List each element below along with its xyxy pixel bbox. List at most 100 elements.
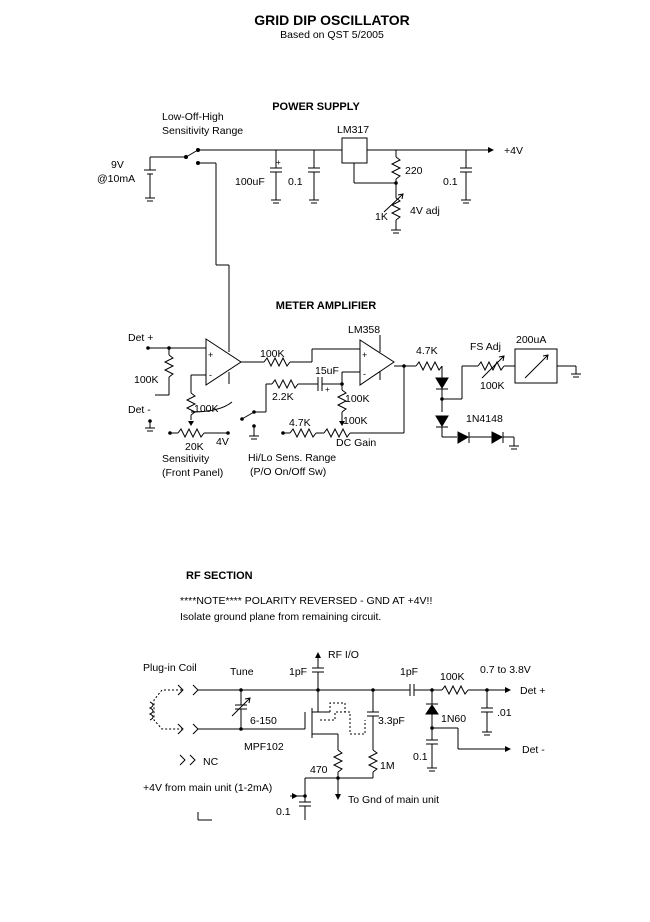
resistor-100k-rf bbox=[441, 684, 505, 696]
meter-label: 200uA bbox=[516, 334, 546, 346]
resistor-2k2-label: 2.2K bbox=[272, 391, 294, 403]
cap-15uf: + bbox=[317, 377, 342, 394]
resistor-2k2 bbox=[271, 378, 318, 390]
resistor-470 bbox=[332, 749, 344, 778]
cap-1pf-a-label: 1pF bbox=[289, 666, 307, 678]
cap-01-rf-b bbox=[426, 728, 438, 772]
opamp-2: + - bbox=[359, 339, 395, 386]
switch-label-1: Low-Off-High bbox=[162, 111, 224, 123]
resistor-100k-fb1 bbox=[185, 392, 233, 420]
nc-label: NC bbox=[203, 756, 219, 768]
resistor-4k7-a-label: 4.7K bbox=[289, 417, 311, 429]
gnd-main-label: To Gnd of main unit bbox=[348, 794, 439, 806]
rf-io-label: RF I/O bbox=[328, 649, 359, 661]
resistor-100k-fb2-label: 100K bbox=[345, 393, 370, 405]
cap-1pf-b-label: 1pF bbox=[400, 666, 418, 678]
dc-gain-label: DC Gain bbox=[336, 437, 376, 449]
pot-4v-adj-label: 4V adj bbox=[410, 205, 440, 217]
cap-15uf-label: 15uF bbox=[315, 365, 339, 377]
svg-text:+: + bbox=[362, 350, 367, 360]
battery-voltage: 9V bbox=[111, 159, 124, 171]
svg-text:+: + bbox=[325, 385, 330, 394]
plug-in-coil-label: Plug-in Coil bbox=[143, 662, 197, 674]
rf-note-1: ****NOTE**** POLARITY REVERSED - GND AT … bbox=[180, 595, 432, 607]
subtitle: Based on QST 5/2005 bbox=[280, 29, 384, 41]
hilo-switch bbox=[240, 410, 260, 440]
range-switch bbox=[184, 148, 216, 165]
battery-current: @10mA bbox=[97, 173, 135, 185]
sensitivity-label-1: Sensitivity bbox=[162, 453, 210, 465]
pot-20k-sensitivity bbox=[168, 421, 230, 439]
det-plus-label: Det + bbox=[128, 332, 153, 344]
diode-1n60-label: 1N60 bbox=[441, 713, 466, 725]
resistor-1m-label: 1M bbox=[380, 760, 395, 772]
fet-label: MPF102 bbox=[244, 741, 284, 753]
pot-100k-dc-gain bbox=[323, 421, 404, 439]
pot-100k-fs bbox=[477, 355, 515, 379]
lm317-regulator bbox=[341, 137, 368, 164]
supply-label: +4V from main unit (1-2mA) bbox=[143, 782, 272, 794]
pot-20k-label: 20K bbox=[185, 441, 204, 453]
resistor-100k-series bbox=[263, 348, 360, 368]
resistor-470-label: 470 bbox=[310, 764, 328, 776]
power-supply-heading: POWER SUPPLY bbox=[272, 101, 360, 113]
fs-adj-label: FS Adj bbox=[470, 341, 501, 353]
tune-capacitor bbox=[231, 690, 251, 729]
rf-heading: RF SECTION bbox=[186, 570, 253, 582]
resistor-100k-rf-label: 100K bbox=[440, 671, 465, 683]
resistor-100k-series-label: 100K bbox=[260, 348, 285, 360]
tune-label: Tune bbox=[230, 666, 254, 678]
resistor-100k-fb1-label: 100K bbox=[194, 403, 219, 415]
cap-01-a-label: 0.1 bbox=[288, 176, 303, 188]
pot-100k-dc-label: 100K bbox=[343, 415, 368, 427]
cap-100uf: + bbox=[270, 150, 282, 204]
svg-text:+: + bbox=[208, 350, 213, 360]
title: GRID DIP OSCILLATOR bbox=[254, 12, 410, 28]
det-minus-label: Det - bbox=[128, 404, 151, 416]
cap-1pf-a bbox=[312, 667, 324, 690]
range-label-1: Hi/Lo Sens. Range bbox=[248, 452, 336, 464]
lm358-label: LM358 bbox=[348, 324, 380, 336]
range-label-2: (P/O On/Off Sw) bbox=[250, 466, 326, 478]
cap-01-rf-b-label: 0.1 bbox=[413, 751, 428, 763]
plug-in-coil bbox=[148, 684, 199, 735]
resistor-1m bbox=[367, 749, 379, 778]
cap-01-rf-a-label: .01 bbox=[497, 707, 512, 719]
resistor-4k7-a bbox=[289, 427, 324, 439]
rf-det-minus-label: Det - bbox=[522, 744, 545, 756]
resistor-100k-det-label: 100K bbox=[134, 374, 159, 386]
cap-01-a bbox=[308, 150, 320, 204]
fs-pot-label: 100K bbox=[480, 380, 505, 392]
ps-output-label: +4V bbox=[504, 145, 523, 157]
cap-01-rf-c bbox=[299, 796, 311, 820]
resistor-4k7-out bbox=[415, 360, 443, 378]
switch-label-2: Sensitivity Range bbox=[162, 125, 243, 137]
pot-1k-label: 1K bbox=[375, 211, 388, 223]
meter-amp-heading: METER AMPLIFIER bbox=[276, 300, 376, 312]
resistor-220-label: 220 bbox=[405, 165, 423, 177]
cap-01-rf-c-label: 0.1 bbox=[276, 806, 291, 818]
cap-3p3pf bbox=[367, 690, 379, 750]
svg-text:-: - bbox=[209, 370, 212, 380]
battery-symbol bbox=[144, 156, 186, 202]
cap-1pf-b bbox=[409, 684, 442, 696]
cap-3p3pf-label: 3.3pF bbox=[378, 715, 405, 727]
cap-100uf-label: 100uF bbox=[235, 176, 265, 188]
sensitivity-label-2: (Front Panel) bbox=[162, 467, 223, 479]
tune-value: 6-150 bbox=[250, 715, 277, 727]
meter-amplifier-section: METER AMPLIFIER LM358 Det + 100K Det - +… bbox=[128, 300, 582, 479]
cap-01-b-label: 0.1 bbox=[443, 176, 458, 188]
opamp-1: + - bbox=[205, 338, 242, 386]
rf-note-2: Isolate ground plane from remaining circ… bbox=[180, 611, 381, 623]
resistor-100k-det bbox=[155, 348, 175, 396]
fet-mpf102 bbox=[304, 690, 366, 750]
svg-text:+: + bbox=[276, 158, 281, 167]
power-supply-section: POWER SUPPLY Low-Off-High Sensitivity Ra… bbox=[97, 101, 523, 352]
resistor-100k-fb2 bbox=[336, 389, 348, 421]
cap-01-b bbox=[460, 150, 472, 204]
cap-01-rf-a bbox=[481, 690, 493, 736]
sens-4v-label: 4V bbox=[216, 436, 229, 448]
nc-ground bbox=[197, 812, 212, 821]
resistor-4k7-out-label: 4.7K bbox=[416, 345, 438, 357]
